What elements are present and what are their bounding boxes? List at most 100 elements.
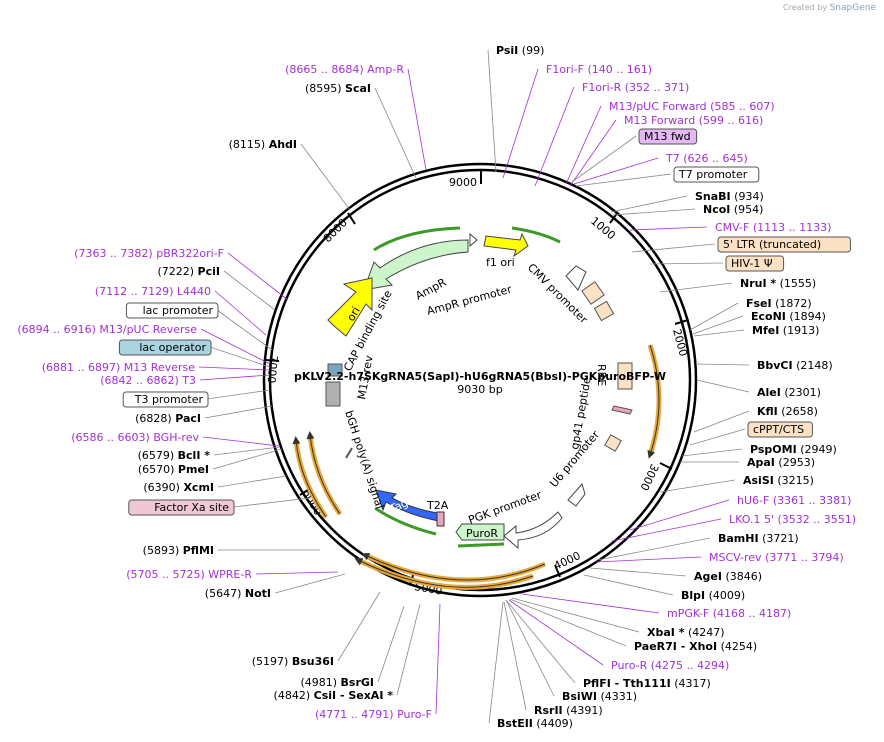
leader-line — [689, 302, 739, 331]
leader-line — [337, 591, 381, 662]
leader-line — [571, 135, 637, 183]
site-label-text: (6579) BclI * — [138, 449, 211, 462]
site-label-text: 5' LTR (truncated) — [723, 238, 821, 251]
site-name: M13/pUC Forward — [609, 100, 707, 113]
leader-line — [223, 270, 276, 311]
site-label-amp-r: (8665 .. 8684) Amp-R — [285, 63, 404, 76]
site-position: (1894) — [789, 310, 826, 323]
site-name: HIV-1 Ψ — [731, 257, 773, 270]
site-position: (4009) — [709, 589, 746, 602]
leader-line — [377, 605, 405, 683]
leader-line — [629, 499, 730, 531]
tagbfp-orf-bar — [374, 506, 437, 536]
site-name: T3 promoter — [134, 393, 204, 406]
site-position: (6894 .. 6916) — [17, 323, 96, 336]
f1-orf-bar — [511, 226, 561, 244]
site-label-noti: (5647) NotI — [205, 587, 271, 600]
site-name: CsiI - SexAI * — [314, 689, 394, 702]
site-label-text: (6586 .. 6603) BGH-rev — [71, 431, 199, 444]
site-label-puro-r: Puro-R (4275 .. 4294) — [611, 659, 729, 672]
site-position: (1113 .. 1133) — [753, 221, 832, 234]
site-name: PacI — [175, 412, 201, 425]
site-name: PaeR7I - XhoI — [634, 640, 717, 653]
site-label-text: BbvCI (2148) — [757, 359, 833, 372]
leader-line — [521, 593, 660, 614]
site-name: CMV-F — [715, 221, 749, 234]
site-label-text: HIV-1 Ψ — [731, 257, 773, 270]
site-label-text: (5197) Bsu36I — [252, 655, 334, 668]
site-label-xcmi: (6390) XcmI — [143, 481, 214, 494]
site-label-lac-operator: lac operator — [118, 339, 212, 356]
site-label-kfli: KflI (2658) — [757, 405, 818, 418]
leader-line — [502, 68, 539, 179]
site-label-text: KflI (2658) — [757, 405, 818, 418]
site-position: (934) — [734, 190, 764, 203]
site-label-text: NruI * (1555) — [740, 277, 816, 290]
leader-line — [565, 105, 602, 185]
leader-line — [511, 597, 640, 633]
site-label-snabi: SnaBI (934) — [695, 190, 764, 203]
credit-prefix: Created by — [783, 3, 828, 12]
leader-line — [681, 448, 743, 457]
leader-line — [227, 252, 289, 301]
site-name: pBR322ori-F — [156, 247, 224, 260]
site-label-text: (5647) NotI — [205, 587, 271, 600]
leader-line — [213, 446, 281, 456]
feature-labels: f1 ori AmpR AmpR promoter CMV promoter o… — [341, 256, 608, 540]
site-position: (1555) — [780, 277, 817, 290]
site-name: XcmI — [183, 481, 214, 494]
site-position: (5893) — [143, 544, 180, 557]
site-label-text: mPGK-F (4168 .. 4187) — [667, 607, 791, 620]
site-position: (3846) — [725, 570, 762, 583]
site-name: lac promoter — [143, 304, 214, 317]
site-label-text: BlpI (4009) — [681, 589, 745, 602]
site-name: BamHI — [718, 532, 759, 545]
site-name: M13/pUC Reverse — [99, 323, 197, 336]
bgh-polya-label: bGH poly(A) signal — [342, 409, 386, 511]
site-label-text: LKO.1 5' (3532 .. 3551) — [729, 513, 856, 526]
leader-line — [597, 537, 711, 561]
site-name: M13 Forward — [624, 114, 695, 127]
leader-lines — [198, 49, 750, 724]
ampr-orf-bar — [373, 226, 461, 252]
site-position: (6570) — [138, 463, 175, 476]
leader-line — [583, 574, 674, 596]
site-label-fsei: FseI (1872) — [746, 297, 812, 310]
site-name: F1ori-R — [582, 81, 622, 94]
site-label-agei: AgeI (3846) — [694, 570, 762, 583]
site-label-text: (8115) AhdI — [229, 138, 297, 151]
ltr-feature — [581, 281, 605, 305]
site-name: NcoI — [703, 203, 730, 216]
site-label-text: FseI (1872) — [746, 297, 812, 310]
leader-line — [199, 374, 271, 381]
site-label-xbai: XbaI * (4247) — [647, 626, 725, 639]
site-position: (4331) — [600, 690, 637, 703]
site-name: EcoNI — [751, 310, 786, 323]
snapgene-logo: SnapGene — [829, 3, 876, 13]
leader-line — [589, 567, 687, 577]
leader-line — [217, 475, 287, 488]
site-label-rsrii: RsrII (4391) — [534, 704, 603, 717]
site-name: MfeI — [752, 324, 779, 337]
site-name: mPGK-F — [667, 607, 709, 620]
site-name: BclI * — [178, 449, 211, 462]
site-position: (5197) — [252, 655, 289, 668]
site-position: (954) — [734, 203, 764, 216]
leader-line — [202, 436, 280, 447]
site-label-text: BamHI (3721) — [718, 532, 799, 545]
site-label-f1ori-f: F1ori-F (140 .. 161) — [546, 63, 652, 76]
leader-line — [505, 599, 555, 697]
site-label-puro-f: (4771 .. 4791) Puro-F — [315, 708, 432, 721]
site-name: M13 Reverse — [124, 361, 195, 374]
site-position: (585 .. 607) — [710, 100, 775, 113]
site-label-bbvci: BbvCI (2148) — [757, 359, 833, 372]
leader-line — [300, 143, 351, 211]
site-label-text: (5893) PflMI — [143, 544, 214, 557]
site-name: 5' LTR (truncated) — [723, 238, 821, 251]
ori-label: ori — [344, 305, 362, 324]
site-name: AhdI — [269, 138, 297, 151]
site-label-text: BstEII (4409) — [497, 717, 573, 730]
site-position: (626 .. 645) — [683, 152, 748, 165]
lac-promoter-feature — [325, 381, 341, 407]
site-label-ahdi: (8115) AhdI — [229, 138, 297, 151]
